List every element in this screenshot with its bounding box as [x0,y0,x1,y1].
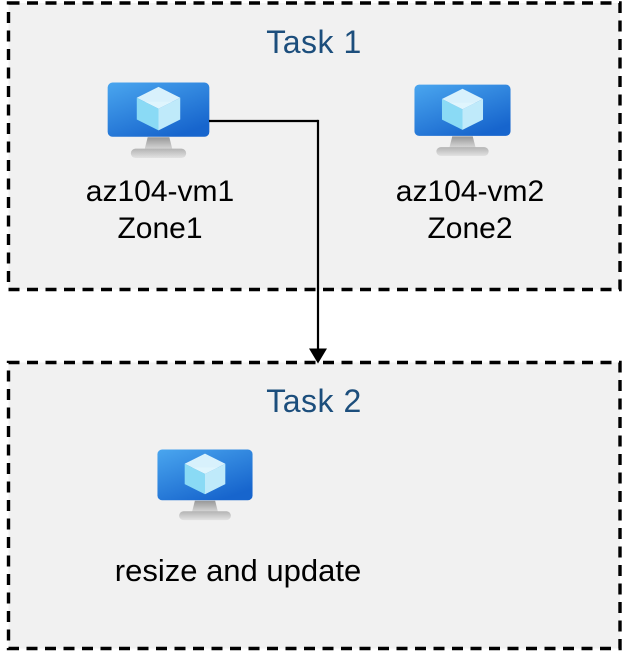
vm1-label-group: az104-vm1 Zone1 [10,173,310,247]
virtual-machine-icon [107,82,210,159]
task1-box [6,1,622,292]
vm-name-label: az104-vm1 [85,175,235,208]
virtual-machine-icon [414,84,511,157]
virtual-machine-icon [157,449,253,521]
vm-name-label: az104-vm2 [395,175,545,208]
vm-zone-label: Zone1 [117,212,203,245]
task2-caption: resize and update [114,553,362,588]
task1-title: Task 1 [266,24,362,60]
task2-title: Task 2 [266,383,362,419]
managed-disks-icon [339,445,439,518]
vm-zone-label: Zone2 [427,212,513,245]
task2-box [6,360,622,651]
vm2-label-group: az104-vm2 Zone2 [320,173,620,247]
